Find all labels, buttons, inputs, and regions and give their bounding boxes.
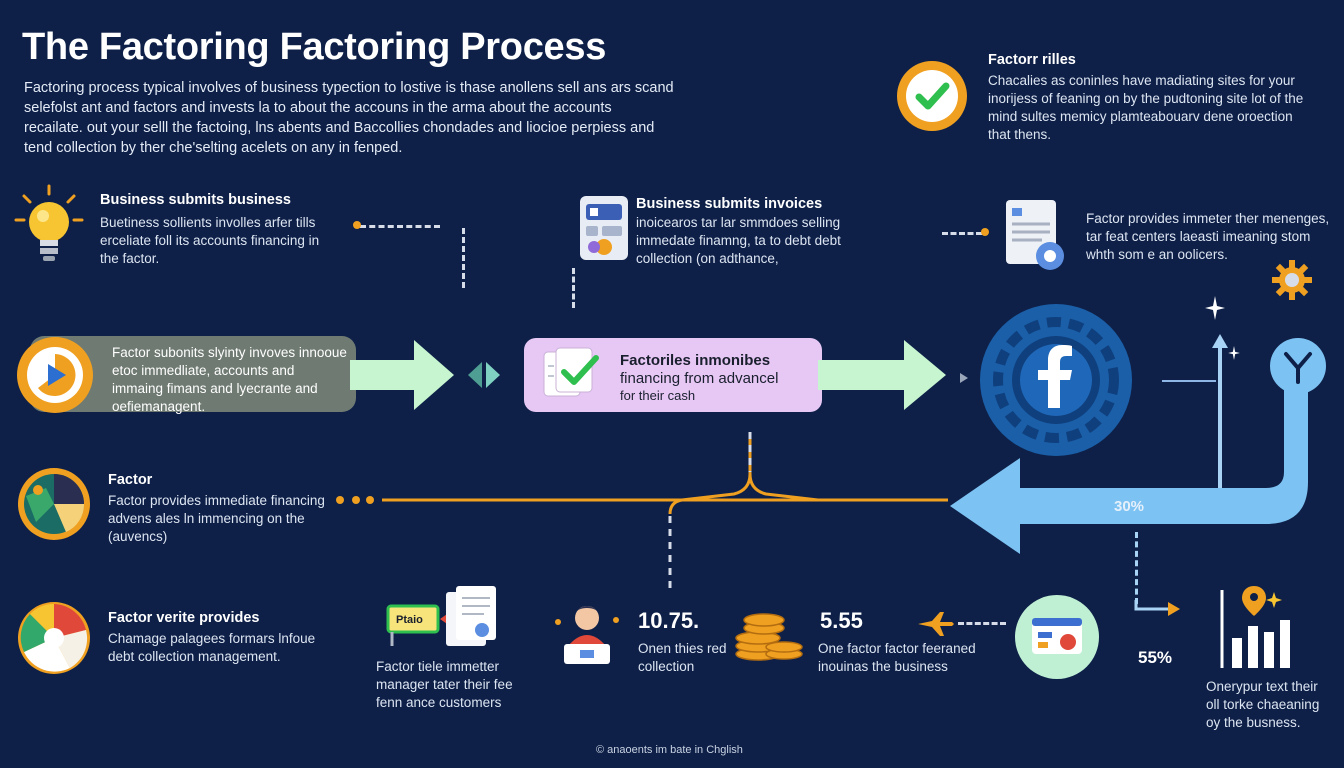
factor-body: Factor provides immediate financing adve… xyxy=(108,493,325,544)
page-title: The Factoring Factoring Process xyxy=(22,26,607,68)
pill-mid-line3: for their cash xyxy=(620,388,696,403)
checklist-icon xyxy=(540,346,604,402)
metric-two-body: One factor factor feeraned inouinas the … xyxy=(818,641,976,674)
factor-badge-icon xyxy=(16,466,92,542)
sign-documents-icon xyxy=(384,586,504,652)
return-arrow xyxy=(940,332,1320,554)
factor-heading: Factor xyxy=(108,472,153,488)
screen-disk-icon xyxy=(1014,594,1100,680)
coins-icon xyxy=(734,606,804,662)
metric-one-body: Onen thies red collection xyxy=(638,641,727,674)
arrow-right-icon xyxy=(818,340,950,410)
document-icon xyxy=(578,194,630,262)
brace-connector xyxy=(330,430,960,590)
step-business-left-heading: Business submits business xyxy=(100,192,291,208)
step-business-mid-heading: Business submits invoices xyxy=(636,196,823,212)
double-chevron-icon xyxy=(468,362,512,388)
top-right-heading: Factorr rilles xyxy=(988,52,1076,68)
sign-label: Ptaio xyxy=(396,614,423,626)
connector-dot-icon xyxy=(352,220,362,230)
factor-verite-heading: Factor verite provides xyxy=(108,610,260,626)
pill-mid-line2: financing from advancel xyxy=(620,370,779,387)
lightbulb-icon xyxy=(14,182,84,272)
metric-three-value: 55% xyxy=(1138,648,1173,667)
facebook-icon xyxy=(1036,344,1076,408)
chart-icon xyxy=(1212,584,1300,672)
arrow-right-icon xyxy=(350,340,460,410)
intro-text: Factoring process typical involves of bu… xyxy=(24,80,674,156)
metric-two-value: 5.55 xyxy=(820,608,863,633)
connector-dash xyxy=(360,225,440,228)
sparkle-icon xyxy=(1228,346,1240,360)
metric-one-value: 10.75. xyxy=(638,608,700,633)
step-factor-right-body: Factor provides immeter ther menenges, t… xyxy=(1086,211,1330,262)
pie-play-icon xyxy=(14,334,96,416)
gear-icon xyxy=(1270,258,1314,302)
small-chevron-icon xyxy=(958,372,970,384)
checkmark-clock-icon xyxy=(892,56,972,136)
manager-body: Factor tiele immetter manager tater thei… xyxy=(376,659,513,710)
step-business-left-body: Buetiness sollients involles arfer tills… xyxy=(100,215,320,266)
footer-note: © anaoents im bate in Chglish xyxy=(596,744,743,756)
return-percent: 30% xyxy=(1114,498,1145,515)
connector-dot-icon xyxy=(980,227,990,237)
node-y-icon xyxy=(1268,336,1328,396)
person-laptop-icon xyxy=(550,600,624,670)
connector-dash xyxy=(942,232,982,235)
arrow-right-icon xyxy=(1134,600,1182,618)
connector-dash xyxy=(462,228,465,288)
connector-dash xyxy=(572,268,575,308)
connector-dash xyxy=(1135,532,1138,604)
bottom-right-body: Onerypur text their oll torke chaeaning … xyxy=(1206,679,1320,730)
step-business-mid-body: inoicearos tar lar smmdoes selling immed… xyxy=(636,215,841,266)
sparkle-icon xyxy=(1205,296,1225,320)
document-gear-icon xyxy=(1002,196,1068,274)
pill-left-body: Factor subonits slyinty invoves innooue … xyxy=(112,345,347,414)
connector-line xyxy=(1162,380,1216,382)
plane-icon xyxy=(918,612,954,636)
connector-dash xyxy=(958,622,1006,625)
pill-mid-line1: Factoriles inmonibes xyxy=(620,352,771,369)
pie-icon xyxy=(16,600,92,676)
top-right-body: Chacalies as coninles have madiating sit… xyxy=(988,73,1304,142)
factor-verite-body: Chamage palagees formars lnfoue debt col… xyxy=(108,631,316,664)
